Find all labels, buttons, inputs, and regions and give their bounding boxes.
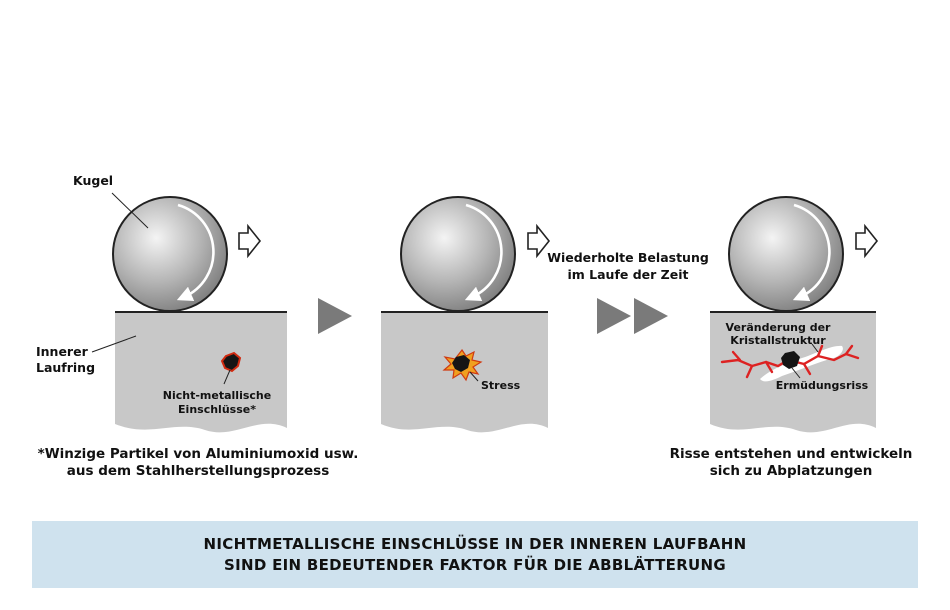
step-arrow-2b [634,298,668,334]
ball [400,196,516,312]
kugel-leader-line [111,192,149,229]
repeated-load-label-line2: im Laufe der Zeit [568,267,689,282]
banner-line2: SIND EIN BEDEUTENDER FAKTOR FÜR DIE ABBL… [223,555,727,574]
result-caption-line1: Risse entstehen und entwickeln [670,446,913,462]
step-arrow-2a [597,298,631,334]
crystal-label-line2: Kristallstruktur [730,334,826,347]
crystal-leader-line [811,343,819,353]
ball [728,196,844,312]
stage-2: Stress [381,196,551,433]
inclusion-leader-line [223,369,231,385]
banner-line1: NICHTMETALLISCHE EINSCHLÜSSE IN DER INNE… [203,534,747,553]
stage-3: Veränderung der Kristallstruktur Ermüdun… [670,196,913,479]
inclusion-label-line1: Nicht-metallische [163,389,271,402]
rotation-arrow [176,203,215,302]
rotation-arrow [792,203,831,302]
conclusion-banner: NICHTMETALLISCHE EINSCHLÜSSE IN DER INNE… [32,521,918,588]
motion-arrow-icon [238,223,262,259]
motion-arrow-icon [527,223,551,259]
stress-label: Stress [481,379,521,392]
kugel-label: Kugel [73,173,113,188]
result-caption-line2: sich zu Abplatzungen [710,463,873,479]
inner-race-block [710,312,876,433]
crystal-label-line1: Veränderung der [726,321,832,334]
step-arrow-1 [318,298,352,334]
footnote-line1: *Winzige Partikel von Aluminiumoxid usw. [38,446,359,462]
fatigue-label: Ermüdungsriss [776,379,869,392]
rotation-arrow [464,203,503,302]
inclusion-label-line2: Einschlüsse* [178,403,256,416]
footnote-line2: aus dem Stahlherstellungsprozess [67,463,330,479]
inner-race-label-line1: Innerer [36,344,89,359]
stage-1: Kugel Innerer Laufring Nicht-metallische… [36,173,358,479]
inclusion [452,355,470,372]
inclusion [220,351,242,373]
inner-race-block [115,312,287,433]
stress-leader-line [469,371,479,382]
repeated-load-label-line1: Wiederholte Belastung [547,250,709,265]
motion-arrow-icon [855,223,879,259]
fatigue-leader-line [791,367,801,379]
inner-race-label-line2: Laufring [36,360,95,375]
ball [112,196,228,312]
race-leader-line [91,335,137,353]
inclusion [781,351,800,369]
